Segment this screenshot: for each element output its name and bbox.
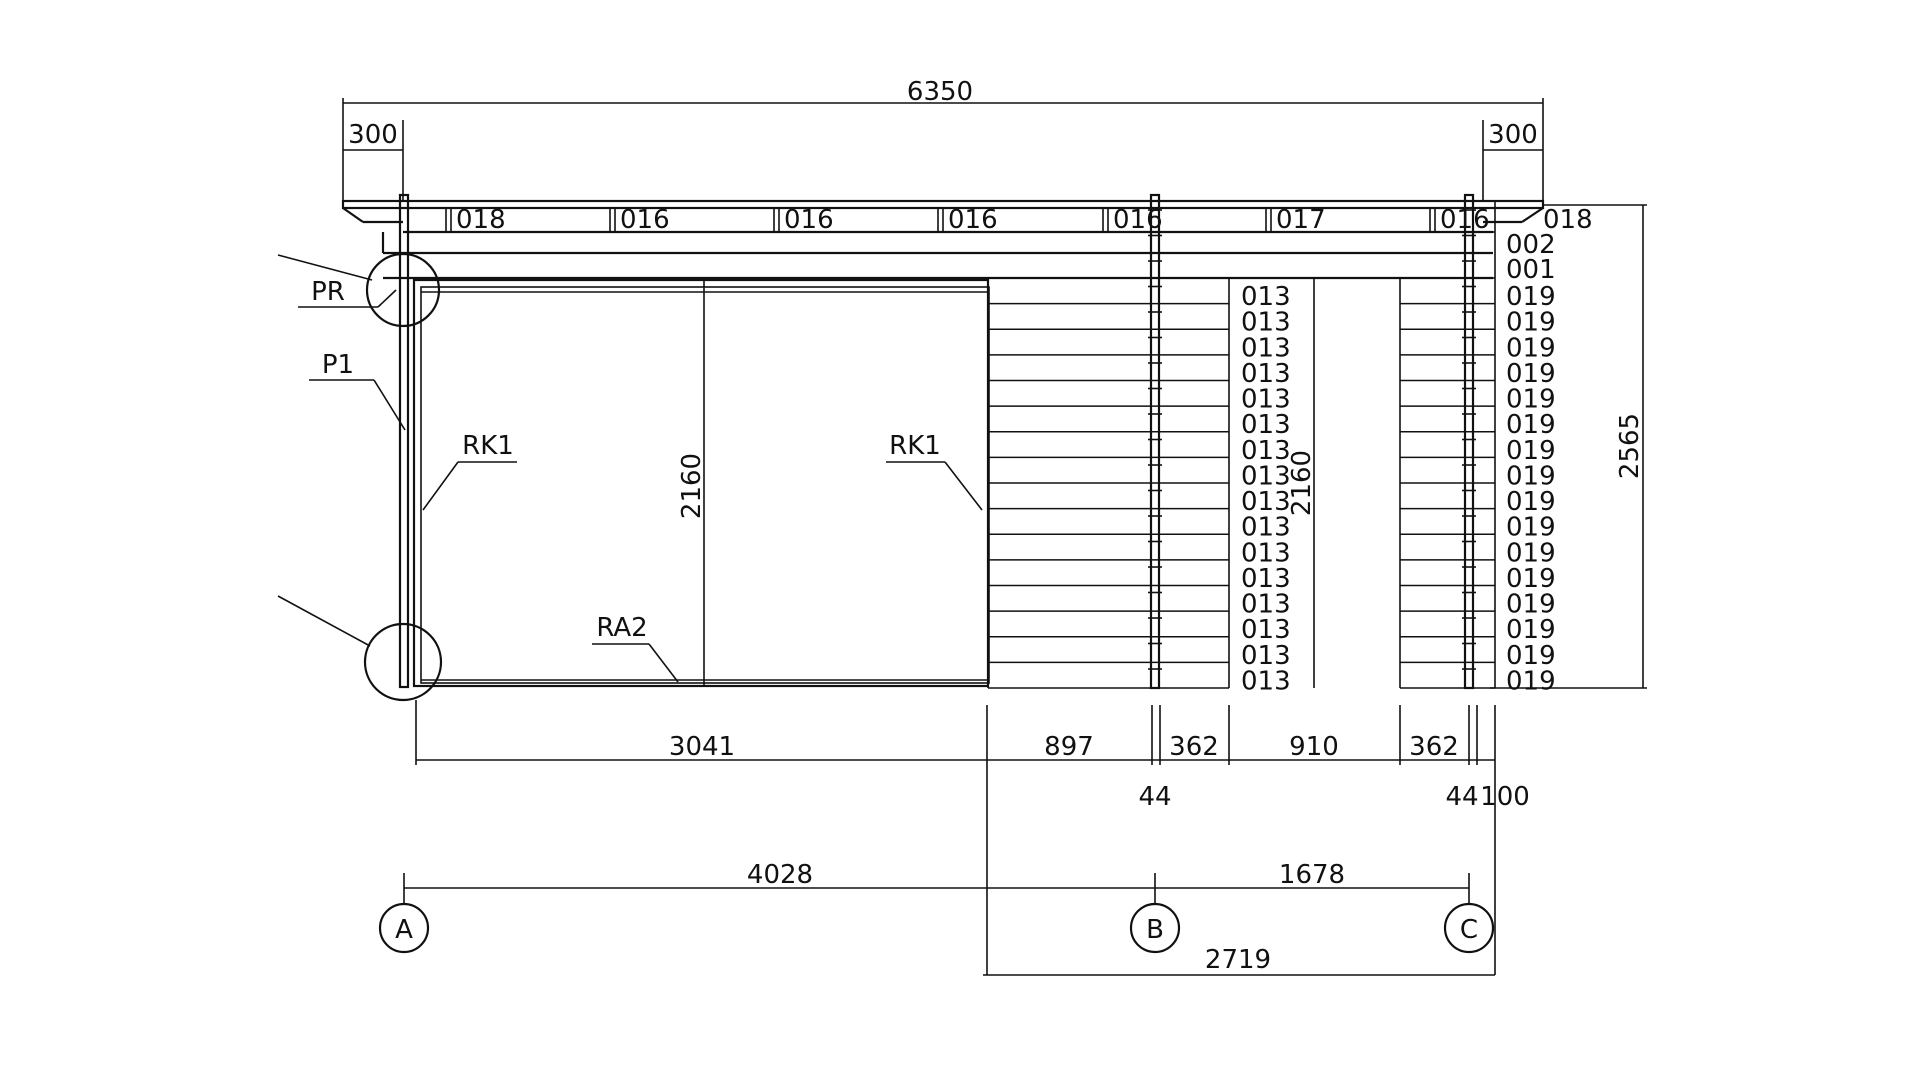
beam-mark	[445, 207, 452, 233]
axis-a-label: A	[395, 915, 413, 945]
dim-910: 910	[1289, 732, 1339, 762]
middle-code-label: 013	[1241, 385, 1291, 415]
overhang-right-dimension: 300	[1482, 120, 1543, 200]
post-body	[1149, 193, 1161, 690]
middle-code-label: 013	[1241, 513, 1291, 543]
dim-362-left: 362	[1169, 732, 1219, 762]
right-code-label: 019	[1506, 282, 1556, 312]
dim-44-c: 44	[1445, 782, 1478, 812]
total-height-label: 2565	[1615, 413, 1645, 479]
beam-mark	[937, 207, 944, 233]
beam-mark	[1102, 207, 1109, 233]
ra2-label: RA2	[596, 613, 647, 643]
dim-2719: 2719	[1205, 945, 1271, 975]
middle-code-label: 013	[1241, 538, 1291, 568]
middle-code-label: 013	[1241, 641, 1291, 671]
right-code-label: 001	[1506, 255, 1556, 285]
right-code-label: 019	[1506, 487, 1556, 517]
right-code-label: 019	[1506, 308, 1556, 338]
right-code-label: 019	[1506, 641, 1556, 671]
overhang-left-dimension: 300	[343, 120, 404, 200]
middle-column-codes: 0130130130130130130130130130130130130130…	[1241, 282, 1291, 696]
right-code-label: 019	[1506, 590, 1556, 620]
axis-c-label: C	[1460, 915, 1478, 945]
right-code-label: 002	[1506, 230, 1556, 260]
right-code-label: 019	[1506, 513, 1556, 543]
overhang-right-label: 300	[1488, 120, 1538, 150]
right-code-label: 019	[1506, 436, 1556, 466]
axis-dimensions: 4028 1678 2719	[403, 860, 1495, 976]
overall-width-label: 6350	[907, 77, 973, 107]
dim-44-b: 44	[1138, 782, 1171, 812]
middle-code-label: 013	[1241, 666, 1291, 696]
post-b	[1148, 193, 1162, 690]
beam-mark	[773, 207, 780, 233]
wall-boards	[987, 200, 1496, 689]
middle-code-label: 013	[1241, 590, 1291, 620]
right-code-label: 019	[1506, 385, 1556, 415]
dim-4028: 4028	[747, 860, 813, 890]
middle-code-label: 013	[1241, 461, 1291, 491]
total-height-dimension: 2565	[1490, 204, 1647, 689]
right-column-codes: 0180020010190190190190190190190190190190…	[1506, 205, 1593, 696]
post-a	[383, 193, 410, 689]
roof-structure	[341, 199, 1545, 280]
axis-marker-a: A	[378, 902, 430, 954]
right-code-label: 019	[1506, 461, 1556, 491]
dim-100: 100	[1480, 782, 1530, 812]
door-height-label: 2160	[677, 453, 707, 519]
middle-code-label: 013	[1241, 359, 1291, 389]
middle-code-label: 013	[1241, 564, 1291, 594]
dim-1678: 1678	[1279, 860, 1345, 890]
p1-label: P1	[322, 350, 354, 380]
rk1-left-label: RK1	[462, 431, 514, 461]
dim-897: 897	[1044, 732, 1094, 762]
right-code-label: 019	[1506, 410, 1556, 440]
opening-height-dimension: 2160	[1287, 278, 1317, 688]
middle-code-label: 013	[1241, 487, 1291, 517]
middle-code-label: 013	[1241, 282, 1291, 312]
post-c	[1462, 193, 1476, 690]
beam-mark	[1265, 207, 1272, 233]
middle-code-label: 013	[1241, 615, 1291, 645]
beam-code-label: 016	[784, 205, 834, 235]
right-code-label: 019	[1506, 359, 1556, 389]
axis-marker-b: B	[1129, 902, 1181, 954]
dim-3041: 3041	[669, 732, 735, 762]
middle-code-label: 013	[1241, 410, 1291, 440]
right-code-label: 019	[1506, 333, 1556, 363]
beam-code-label: 018	[456, 205, 506, 235]
beam-mark	[609, 207, 616, 233]
right-code-label: 019	[1506, 615, 1556, 645]
sliding-door: 2160	[412, 278, 990, 688]
middle-code-label: 013	[1241, 333, 1291, 363]
beam-code-label: 017	[1276, 205, 1326, 235]
beam-code-label: 016	[948, 205, 998, 235]
beam-code-label: 016	[620, 205, 670, 235]
right-code-label: 018	[1543, 205, 1593, 235]
right-code-label: 019	[1506, 538, 1556, 568]
post-body	[1463, 193, 1475, 690]
beam-mark	[1429, 207, 1436, 233]
axis-b-label: B	[1146, 915, 1164, 945]
overall-width-dimension: 6350	[342, 77, 1544, 205]
pr-label: PR	[311, 277, 345, 307]
dim-362-right: 362	[1409, 732, 1459, 762]
middle-code-label: 013	[1241, 308, 1291, 338]
overhang-left-label: 300	[348, 120, 398, 150]
middle-code-label: 013	[1241, 436, 1291, 466]
bottom-dimensions: 3041 897 362 910 362 44 44 100	[415, 700, 1530, 975]
right-code-label: 019	[1506, 564, 1556, 594]
detail-callouts: PR P1 RK1 RK1 RA2	[277, 252, 983, 702]
axis-marker-c: C	[1443, 902, 1495, 954]
right-code-label: 019	[1506, 666, 1556, 696]
rk1-right-label: RK1	[889, 431, 941, 461]
opening-height-label: 2160	[1287, 450, 1317, 516]
